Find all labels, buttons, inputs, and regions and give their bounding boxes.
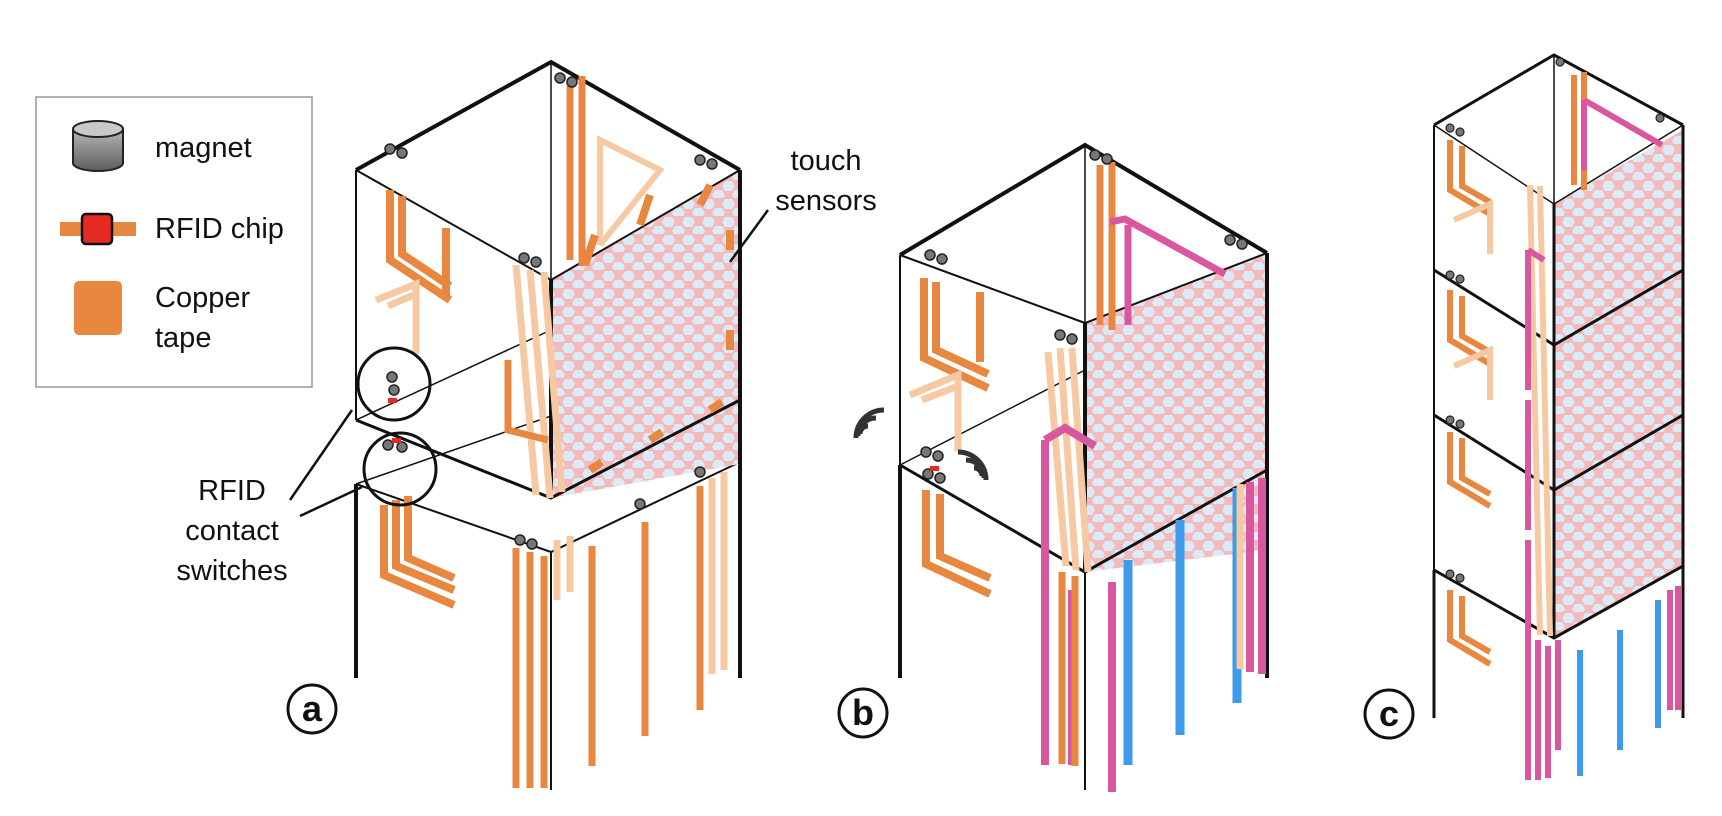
touch-sensors-label-line2: sensors (775, 185, 877, 217)
touch-sensors-label-line1: touch (791, 145, 862, 177)
legend-magnet-label: magnet (155, 132, 252, 164)
svg-text:a: a (302, 688, 323, 729)
legend-copper-label: Copper (155, 282, 250, 314)
touch-sensor-panel-c (1554, 130, 1683, 638)
rfid-switches-label-line1: RFID (198, 475, 266, 507)
panel-b-cube-stack (853, 142, 1269, 792)
rfid-switch-circle-upper (356, 346, 432, 422)
legend-rfid-label: RFID chip (155, 213, 284, 245)
panel-badge-c: c (1363, 688, 1415, 740)
wireless-signal-icon-left (853, 407, 885, 439)
copper-tape-icon (74, 281, 122, 335)
rfid-chip-icon (60, 212, 136, 246)
panel-c-cube-stack (1432, 53, 1685, 780)
legend-tape-label: tape (155, 322, 211, 354)
touch-sensor-panel-b (1085, 253, 1267, 572)
panel-badge-b: b (837, 687, 889, 739)
wireless-signal-icon-right (957, 449, 989, 481)
legend: magnet RFID chip Copper tape (35, 96, 313, 388)
rfid-switch-circle-lower (362, 431, 438, 507)
magnet-icon (72, 120, 124, 172)
rfid-switches-label-line3: switches (176, 555, 287, 587)
panel-a-cube-stack (288, 59, 770, 790)
touch-sensor-panel-a (551, 170, 740, 498)
panel-a-upper-cube (355, 59, 742, 550)
svg-text:c: c (1379, 693, 1399, 734)
svg-text:b: b (852, 692, 874, 733)
panel-badge-a: a (286, 683, 338, 735)
rfid-switches-label-line2: contact (185, 515, 279, 547)
